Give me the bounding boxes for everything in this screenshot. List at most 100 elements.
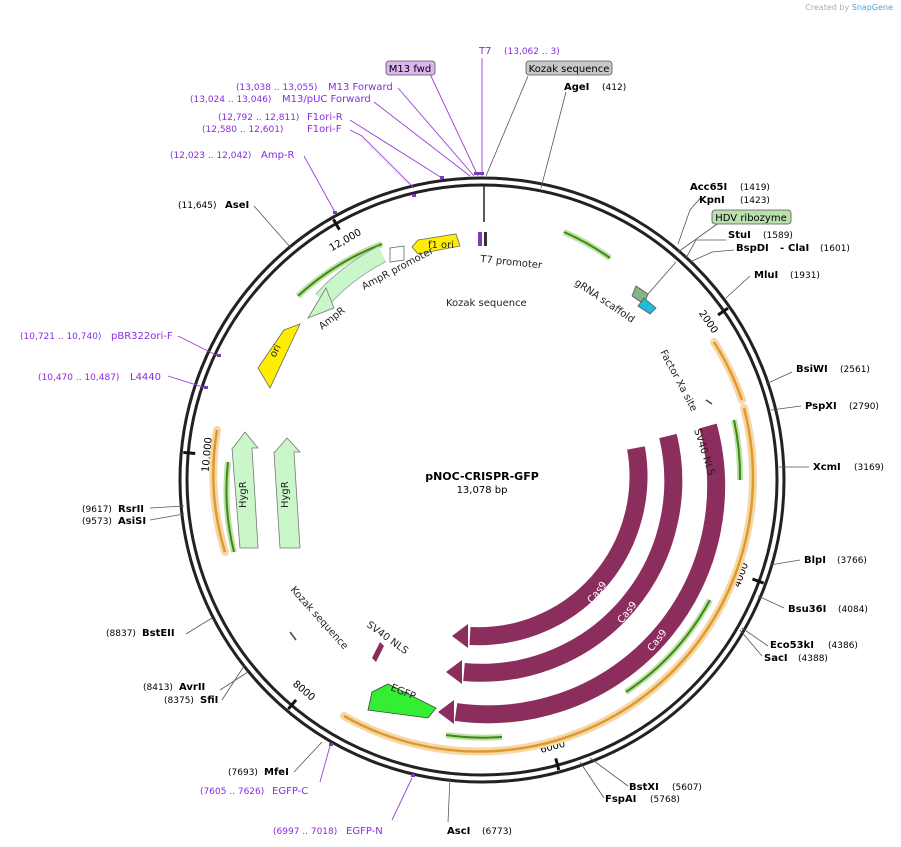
outer-feature-arcs (209, 229, 757, 756)
kozak-box (525, 60, 613, 76)
enzyme-bsu36i: Bsu36I (788, 604, 826, 615)
primer-t7: T7 (478, 46, 491, 57)
tick-mark (751, 577, 765, 585)
enzyme-avrii: AvrII (179, 682, 205, 693)
feature-hygr-1: HygR (238, 481, 249, 508)
enzyme-sfii-pos: (8375) (164, 696, 194, 706)
enzyme-bstxi-pos: (5607) (672, 783, 702, 793)
feature-hygr-2: HygR (280, 481, 291, 508)
enzyme-rsrii-pos: (9617) (82, 505, 112, 515)
primer-leaders (167, 58, 721, 821)
enzyme-saci-pos: (4388) (798, 654, 828, 664)
primer-egfp-c-range: (7605 .. 7626) (200, 787, 264, 797)
enzyme-asei: AseI (225, 200, 249, 211)
enzyme-asisi: AsiSI (118, 516, 146, 527)
enzyme-bsteii: BstEII (142, 628, 175, 639)
map-title: pNOC-CRISPR-GFP 13,078 bp (425, 470, 539, 496)
backbone (178, 176, 786, 784)
enzyme-bstxi: BstXI (629, 782, 659, 793)
enzyme-blpi: BlpI (804, 555, 826, 566)
enzyme-mfei: MfeI (264, 767, 289, 778)
m13-fwd-box (385, 60, 436, 76)
hdv-box-label: HDV ribozyme (715, 213, 786, 224)
primer-l4440-range: (10,470 .. 10,487) (38, 373, 119, 383)
enzyme-acc65i-pos: (1419) (740, 183, 770, 193)
enzyme-asei-pos: (11,645) (178, 201, 217, 211)
boxed-labels: M13 fwd Kozak sequence HDV ribozyme (385, 60, 792, 225)
primer-egfp-c: EGFP-C (272, 786, 308, 797)
enzyme-avrii-pos: (8413) (143, 683, 173, 693)
snapgene-credit: Created by SnapGene (805, 3, 893, 12)
enzyme-agei-pos: (412) (602, 83, 626, 93)
primer-pbr322ori-f-range: (10,721 .. 10,740) (20, 332, 101, 342)
enzyme-labels: AgeI (412) Acc65I (1419) KpnI (1423) Stu… (82, 82, 884, 837)
enzyme-xcmi: XcmI (813, 462, 841, 473)
enzyme-pspxi: PspXI (805, 401, 837, 412)
primer-m13-forward-range: (13,038 .. 13,055) (236, 83, 317, 93)
plasmid-name: pNOC-CRISPR-GFP (425, 470, 539, 483)
kozak-box-label: Kozak sequence (529, 64, 610, 75)
enzyme-asisi-pos: (9573) (82, 517, 112, 527)
primer-amp-r: Amp-R (261, 150, 295, 161)
enzyme-mlui: MluI (754, 270, 778, 281)
enzyme-kpni: KpnI (699, 195, 725, 206)
feature-f1-ori: f1 ori (428, 240, 454, 251)
primer-t7-range: (13,062 .. 3) (504, 47, 560, 57)
primer-m13-puc: M13/pUC Forward (282, 94, 371, 105)
enzyme-fspai-pos: (5768) (650, 795, 680, 805)
enzyme-blpi-pos: (3766) (837, 556, 867, 566)
enzyme-kpni-pos: (1423) (740, 196, 770, 206)
credit-brand: SnapGene (851, 3, 893, 12)
enzyme-agei: AgeI (564, 82, 589, 93)
primer-m13-puc-range: (13,024 .. 13,046) (190, 95, 271, 105)
feature-t7-promoter: T7 promoter (479, 254, 544, 272)
enzyme-bsu36i-pos: (4084) (838, 605, 868, 615)
primer-f1ori-r-range: (12,792 .. 12,811) (218, 113, 299, 123)
enzyme-xcmi-pos: (3169) (854, 463, 884, 473)
feature-sv40-nls-2: SV40 NLS (364, 620, 410, 657)
enzyme-clai: ClaI (788, 243, 809, 254)
inner-features (231, 186, 713, 719)
tick-mark (287, 698, 298, 711)
credit-prefix: Created by (805, 3, 850, 12)
primer-labels: T7 (13,062 .. 3) M13 Forward (13,038 .. … (20, 46, 560, 837)
primer-f1ori-f-range: (12,580 .. 12,601) (202, 125, 283, 135)
enzyme-eco53ki-pos: (4386) (828, 641, 858, 651)
tick-mark (717, 306, 729, 317)
hdv-box (711, 209, 792, 225)
enzyme-mfei-pos: (7693) (228, 768, 258, 778)
enzyme-acc65i: Acc65I (690, 182, 727, 193)
enzyme-asci: AscI (447, 826, 470, 837)
enzyme-eco53ki: Eco53kI (770, 640, 814, 651)
primer-f1ori-r: F1ori-R (307, 112, 343, 123)
svg-text:-: - (780, 243, 784, 254)
primer-f1ori-f: F1ori-F (307, 124, 342, 135)
tick-label: 12,000 (328, 227, 364, 254)
enzyme-saci: SacI (764, 653, 788, 664)
primer-egfp-n: EGFP-N (346, 826, 383, 837)
enzyme-leaders (149, 91, 809, 823)
enzyme-bsteii-pos: (8837) (106, 629, 136, 639)
primer-amp-r-range: (12,023 .. 12,042) (170, 151, 251, 161)
tick-label: 2000 (696, 309, 720, 336)
m13-fwd-label: M13 fwd (389, 64, 431, 75)
enzyme-stui-pos: (1589) (763, 231, 793, 241)
tick-mark (332, 218, 341, 231)
feature-kozak-2: Kozak sequence (288, 585, 350, 652)
feature-kozak-1: Kozak sequence (446, 298, 527, 309)
tick-mark (554, 758, 561, 771)
cas9-arcs (438, 423, 726, 724)
enzyme-rsrii: RsrII (118, 504, 144, 515)
enzyme-bsiwi-pos: (2561) (840, 365, 870, 375)
primer-l4440: L4440 (130, 372, 161, 383)
enzyme-mlui-pos: (1931) (790, 271, 820, 281)
enzyme-bspdi-pos: (1601) (820, 244, 850, 254)
tick-mark (183, 450, 196, 456)
enzyme-bsiwi: BsiWI (796, 364, 828, 375)
plasmid-length: 13,078 bp (457, 485, 508, 496)
feature-factor-xa: Factor Xa site (657, 348, 699, 413)
enzyme-asci-pos: (6773) (482, 827, 512, 837)
feature-grna-scaffold: gRNA scaffold (572, 277, 636, 325)
enzyme-stui: StuI (728, 230, 751, 241)
enzyme-fspai: FspAI (605, 794, 636, 805)
